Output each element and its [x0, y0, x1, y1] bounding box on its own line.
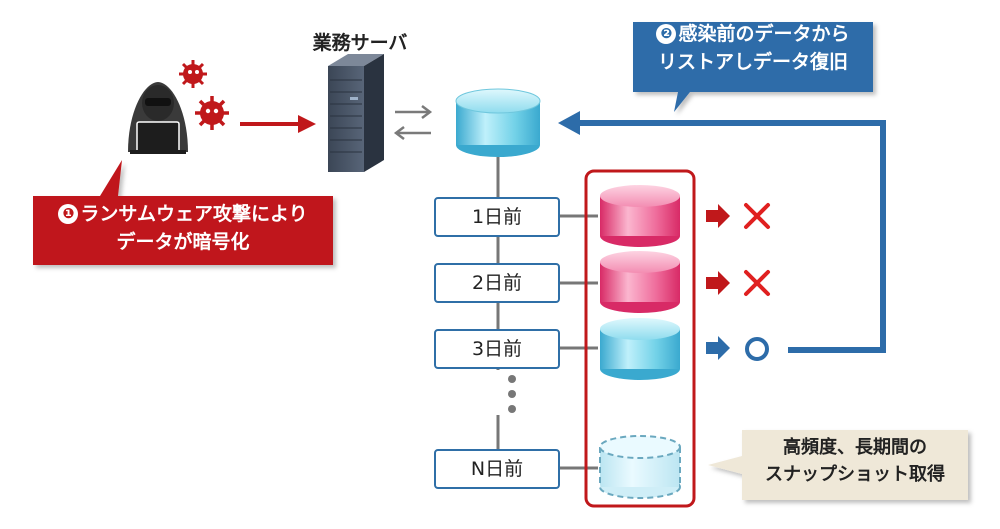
- restore-callout-line1: 感染前のデータから: [678, 23, 850, 45]
- virus-icon: [195, 96, 229, 130]
- result-arrow: [706, 336, 730, 360]
- day-box-1: 1日前: [434, 197, 560, 237]
- restore-callout-line2: リストアしデータ復旧: [657, 51, 848, 73]
- attack-arrow: [240, 115, 316, 133]
- note-callout-text: 高頻度、長期間の スナップショット取得: [745, 434, 965, 488]
- server-icon: [328, 54, 384, 172]
- server-title: 業務サーバ: [312, 32, 408, 54]
- snapshot-1-cylinder: [600, 185, 680, 247]
- cross-icon: [744, 270, 770, 296]
- day-box-n: N日前: [434, 449, 560, 489]
- note-callout-line2: スナップショット取得: [765, 464, 945, 485]
- snapshot-n-cylinder: [599, 435, 681, 499]
- day-box-3: 3日前: [434, 329, 560, 369]
- attack-callout-line2: データが暗号化: [116, 231, 250, 253]
- attack-callout-bubble: [33, 160, 333, 265]
- virus-icon: [179, 60, 207, 88]
- attack-callout-line1: ランサムウェア攻撃により: [80, 203, 308, 225]
- snapshot-frame: [584, 169, 696, 508]
- snapshot-3-cylinder: [600, 318, 680, 380]
- restore-callout-bubble: [633, 22, 873, 112]
- note-callout-bubble: [708, 430, 968, 500]
- snapshot-2-cylinder: [600, 251, 680, 313]
- note-callout-line1: 高頻度、長期間の: [783, 437, 927, 458]
- day-box-2: 2日前: [434, 263, 560, 303]
- result-arrow: [706, 204, 730, 228]
- box-connectors: [558, 214, 598, 470]
- step-1-number: ❶: [58, 204, 79, 224]
- circle-ok-icon: [745, 337, 769, 361]
- result-arrow: [706, 271, 730, 295]
- step-2-number: ❷: [656, 24, 677, 44]
- sync-arrows: [393, 105, 433, 140]
- main-database-icon: [455, 88, 541, 157]
- hacker-icon: [128, 82, 188, 154]
- restore-arrow: [558, 111, 886, 353]
- cross-icon: [744, 203, 770, 229]
- ellipsis-dots: [508, 375, 516, 413]
